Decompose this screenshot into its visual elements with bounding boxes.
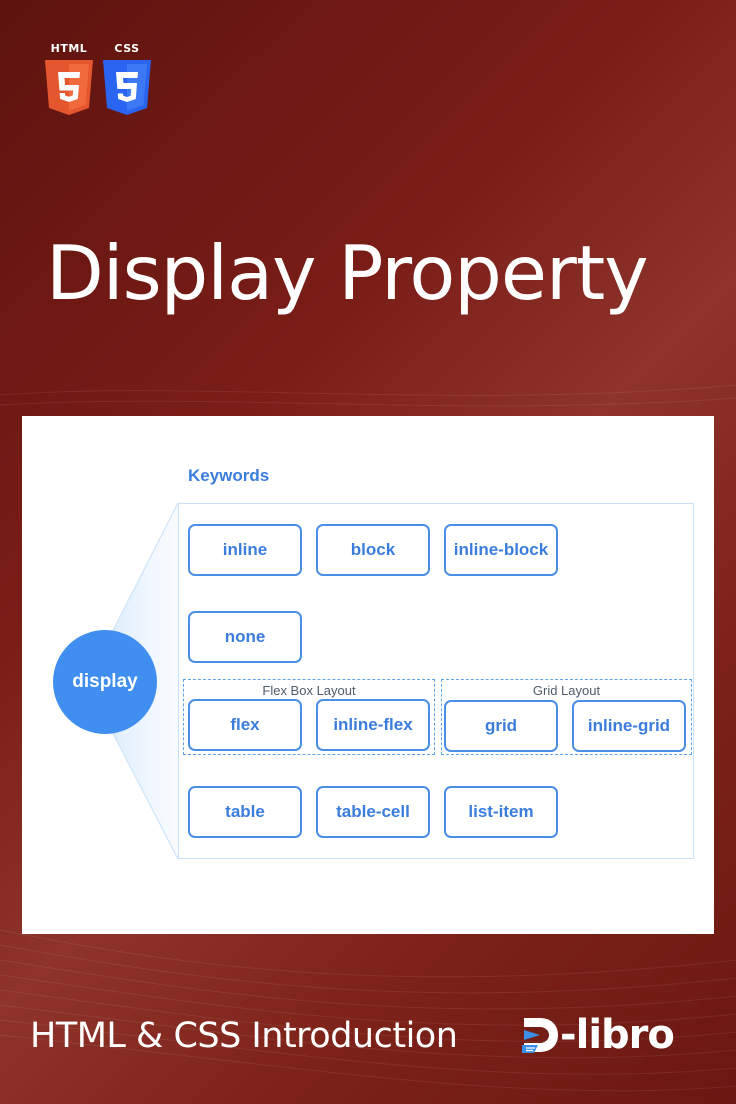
keywords-title: Keywords	[188, 466, 270, 485]
brand-name: -libro	[560, 1012, 675, 1058]
keyword-inline-grid: inline-grid	[572, 700, 686, 752]
css-badge-label: CSS	[114, 42, 140, 55]
keyword-grid: grid	[444, 700, 558, 752]
d-libro-book-icon	[522, 1018, 558, 1053]
html-badge: HTML	[44, 42, 94, 116]
keyword-block: block	[316, 524, 430, 576]
keyword-inline-flex: inline-flex	[316, 699, 430, 751]
keyword-table: table	[188, 786, 302, 838]
technology-badges: HTML CSS	[44, 42, 152, 116]
keyword-flex: flex	[188, 699, 302, 751]
css3-shield-icon	[103, 60, 151, 115]
flexbox-group: Flex Box Layout	[183, 679, 435, 755]
display-node: display	[53, 630, 157, 734]
flexbox-group-label: Flex Box Layout	[262, 683, 356, 698]
keywords-panel	[178, 503, 694, 859]
html-badge-label: HTML	[50, 42, 88, 55]
keyword-none: none	[188, 611, 302, 663]
keyword-inline-block: inline-block	[444, 524, 558, 576]
d-libro-logo: -libro	[520, 1012, 675, 1058]
display-diagram: Keywords display inline block inline-blo…	[22, 416, 714, 934]
grid-group-label: Grid Layout	[532, 683, 601, 698]
keyword-list-item: list-item	[444, 786, 558, 838]
html5-shield-icon	[45, 60, 93, 115]
diagram-card: Keywords display inline block inline-blo…	[22, 416, 714, 934]
course-name: HTML & CSS Introduction	[30, 1016, 458, 1056]
keyword-inline: inline	[188, 524, 302, 576]
keyword-table-cell: table-cell	[316, 786, 430, 838]
page-title: Display Property	[46, 229, 649, 317]
css-badge: CSS	[102, 42, 152, 116]
grid-group: Grid Layout	[441, 679, 692, 755]
